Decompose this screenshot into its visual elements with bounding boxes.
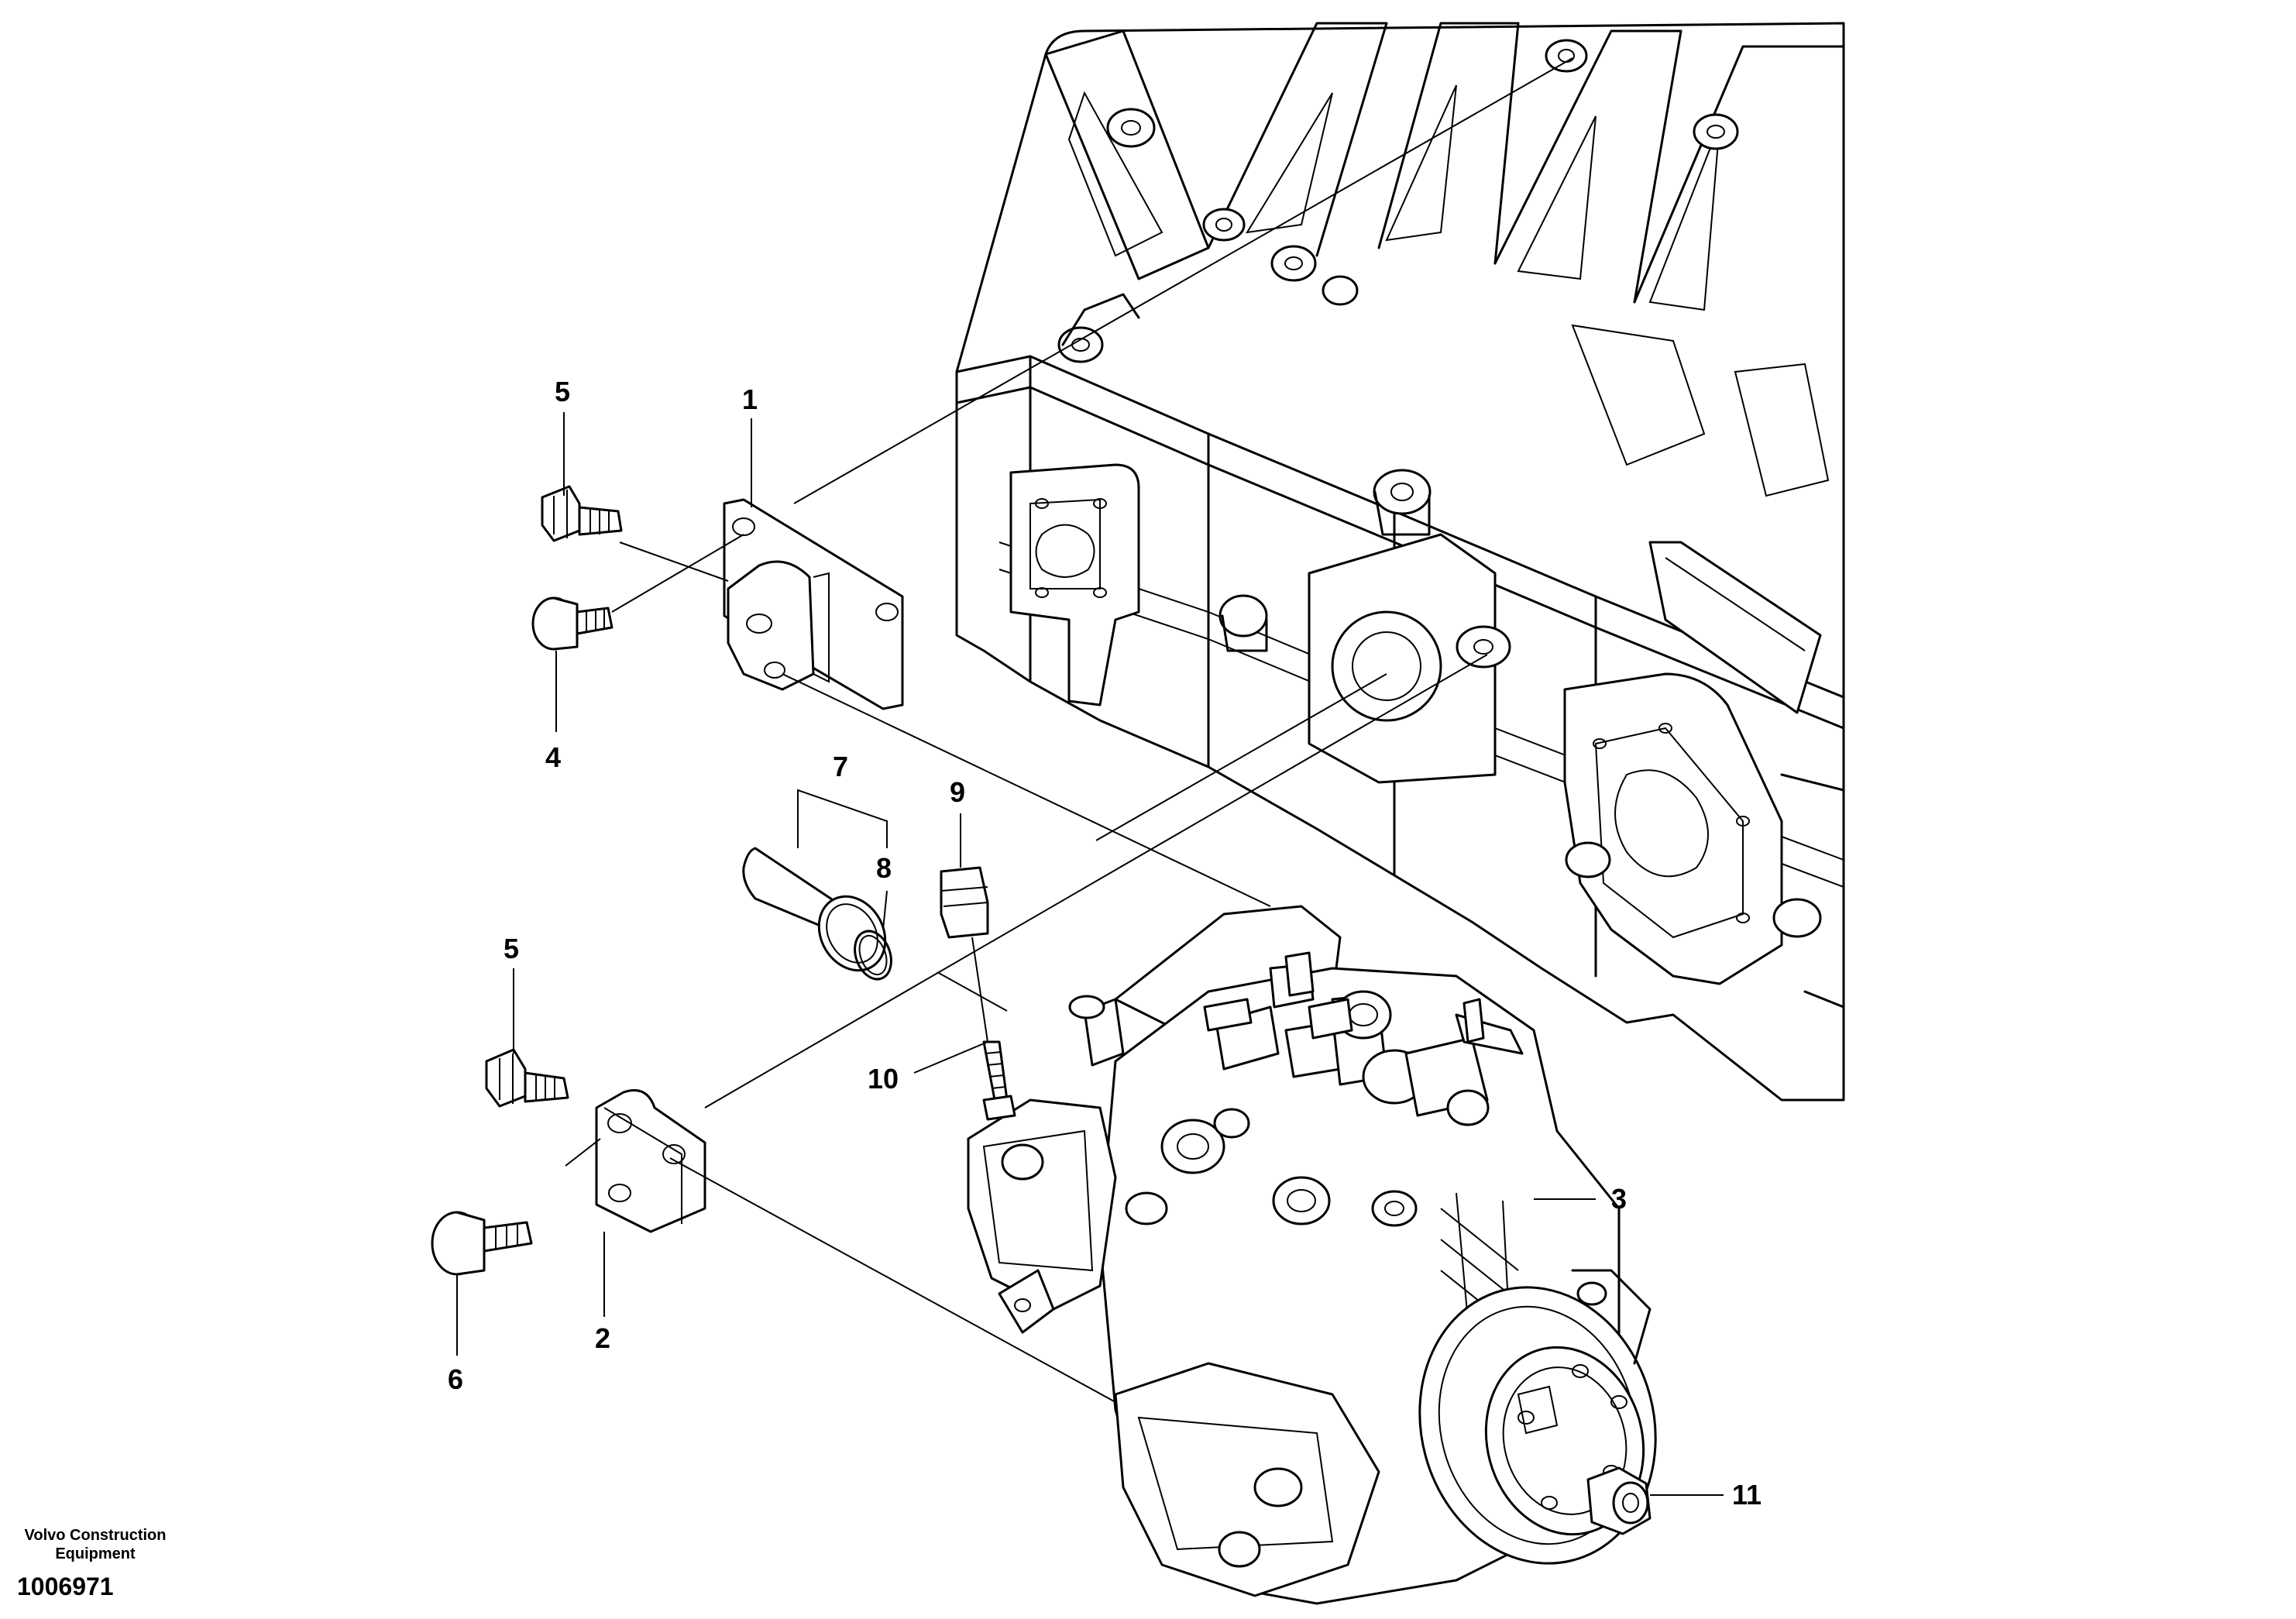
credit-line-2: Equipment: [55, 1545, 136, 1562]
bolt-part-5-upper: [541, 485, 623, 542]
engine-block: [955, 22, 1845, 1102]
bolt-part-6: [431, 1211, 533, 1276]
callout-6: 6: [448, 1363, 463, 1395]
callout-1: 1: [742, 383, 758, 415]
publisher-credit: Volvo Construction Equipment: [6, 1526, 184, 1563]
callout-11: 11: [1732, 1479, 1762, 1511]
bolt-part-5-lower: [485, 1048, 569, 1108]
injection-pump-part-3: [967, 905, 1657, 1605]
assembly-guide-lines: [565, 57, 1573, 1403]
callout-3: 3: [1611, 1183, 1627, 1215]
plug-part-9: [940, 866, 989, 939]
callout-2: 2: [595, 1322, 610, 1354]
callout-10: 10: [868, 1063, 899, 1095]
bracket-part-1: [723, 498, 904, 710]
callout-9: 9: [950, 776, 965, 808]
callout-5-lower: 5: [504, 933, 519, 964]
callout-4: 4: [545, 741, 561, 773]
bolt-part-10: [982, 1040, 1016, 1121]
sleeve-part-7: [742, 847, 887, 972]
diagram-number: 1006971: [17, 1573, 114, 1600]
leader-lines: [456, 412, 1724, 1496]
callout-labels: 1 2 3 4 5 5 6 7 8 9 10 11: [448, 376, 1762, 1511]
callout-7: 7: [833, 751, 848, 782]
bolt-part-4: [531, 596, 614, 651]
o-ring-part-8: [854, 930, 892, 981]
credit-line-1: Volvo Construction: [24, 1527, 167, 1544]
delivery-valve-holders: [1203, 963, 1524, 1126]
callout-8: 8: [876, 852, 892, 884]
bracket-part-2: [595, 1089, 706, 1233]
nut-part-11: [1586, 1466, 1652, 1535]
callout-5-upper: 5: [555, 376, 570, 407]
